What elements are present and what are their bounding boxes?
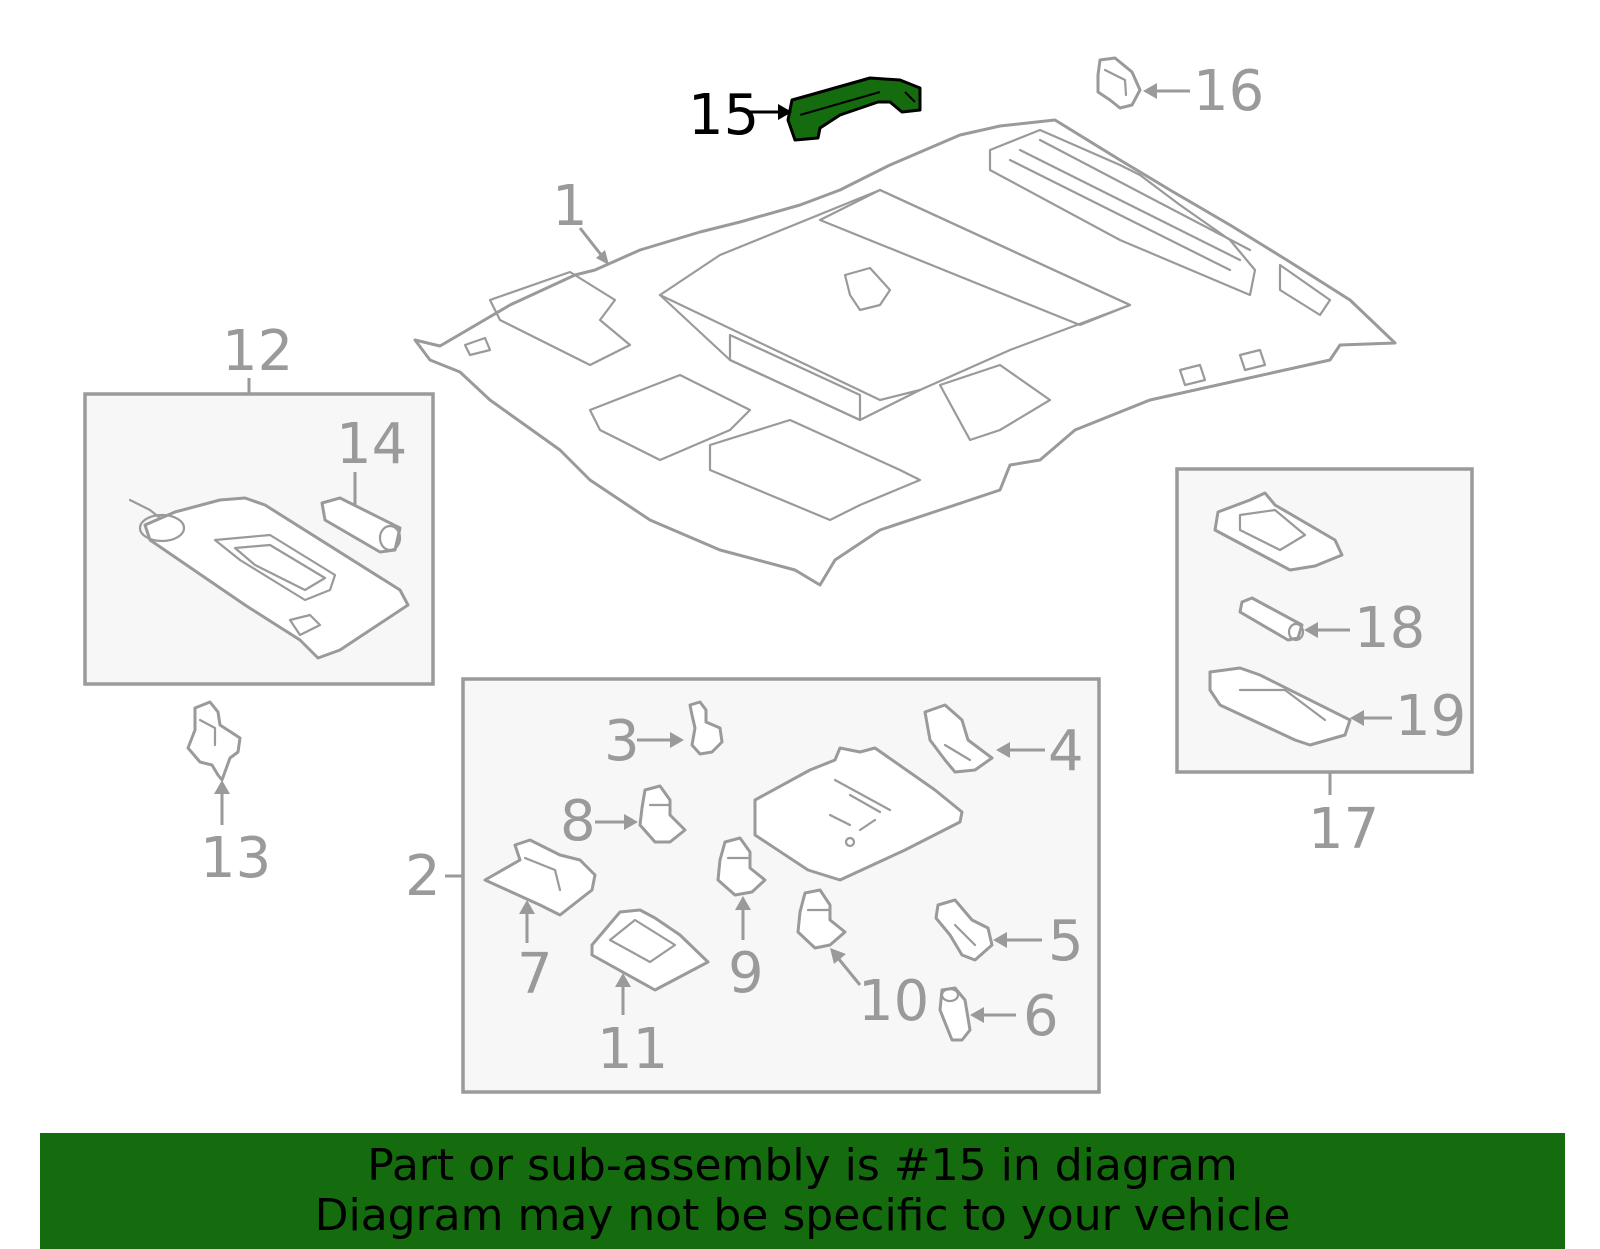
callout-3: 3 (604, 709, 684, 774)
callout-18-label: 18 (1354, 596, 1425, 661)
callout-15: 15 (688, 83, 792, 148)
callout-11-label: 11 (597, 1017, 668, 1082)
callout-5-label: 5 (1048, 909, 1084, 974)
callout-14-label: 14 (336, 412, 407, 477)
part-19-lens[interactable] (1208, 666, 1352, 747)
callout-16: 16 (1143, 59, 1264, 124)
part-5-clip[interactable] (934, 898, 994, 962)
callout-9: 9 (728, 896, 764, 1006)
callout-19-label: 19 (1395, 684, 1466, 749)
banner-line-1: Part or sub-assembly is #15 in diagram (367, 1140, 1238, 1191)
callout-19: 19 (1350, 684, 1466, 749)
callout-6-label: 6 (1023, 984, 1059, 1049)
callout-10-label: 10 (858, 969, 929, 1034)
part-18-bulb[interactable] (1238, 596, 1305, 642)
callout-8-label: 8 (560, 789, 596, 854)
callout-4-label: 4 (1048, 719, 1084, 784)
callout-7: 7 (517, 900, 553, 1007)
part-12-sun-visor[interactable] (128, 496, 410, 660)
callout-14: 14 (336, 412, 407, 505)
callout-6: 6 (970, 984, 1059, 1049)
callout-1: 1 (552, 174, 609, 265)
part-1-headliner[interactable] (413, 118, 1397, 587)
callout-13-label: 13 (200, 826, 271, 891)
callout-17: 17 (1308, 772, 1379, 862)
callout-12-label: 12 (222, 319, 293, 384)
part-6-clip[interactable] (938, 986, 972, 1042)
part-4-clip[interactable] (923, 703, 994, 774)
callout-16-label: 16 (1193, 59, 1264, 124)
part-15-grab-handle[interactable] (786, 76, 922, 142)
callout-2-label: 2 (405, 844, 441, 909)
callout-10: 10 (830, 948, 929, 1034)
callout-13: 13 (200, 780, 271, 891)
part-16-clip[interactable] (1096, 56, 1142, 110)
part-8-clip[interactable] (638, 784, 687, 844)
info-banner: Part or sub-assembly is #15 in diagram D… (40, 1133, 1565, 1249)
part-3-clip[interactable] (688, 700, 724, 756)
part-7-bracket[interactable] (483, 838, 597, 917)
part-17-map-lamp[interactable] (1213, 491, 1344, 572)
callout-7-label: 7 (517, 942, 553, 1007)
callout-9-label: 9 (728, 941, 764, 1006)
banner-line-2: Diagram may not be specific to your vehi… (314, 1190, 1291, 1241)
callout-17-label: 17 (1308, 797, 1379, 862)
callout-11: 11 (597, 973, 668, 1082)
part-11-lamp-housing[interactable] (590, 908, 710, 992)
part-10-clip[interactable] (796, 888, 847, 950)
callout-18: 18 (1304, 596, 1425, 661)
callout-4: 4 (996, 719, 1084, 784)
callout-15-label: 15 (688, 83, 759, 148)
part-9-clip[interactable] (716, 836, 767, 897)
callout-8: 8 (560, 789, 638, 854)
part-2-bracket[interactable] (753, 746, 964, 882)
part-14-visor-lamp[interactable] (320, 496, 402, 554)
callout-3-label: 3 (604, 709, 640, 774)
part-13-visor-holder[interactable] (186, 700, 242, 782)
callout-2: 2 (405, 844, 463, 909)
callout-5: 5 (993, 909, 1084, 974)
callout-12: 12 (222, 319, 293, 394)
